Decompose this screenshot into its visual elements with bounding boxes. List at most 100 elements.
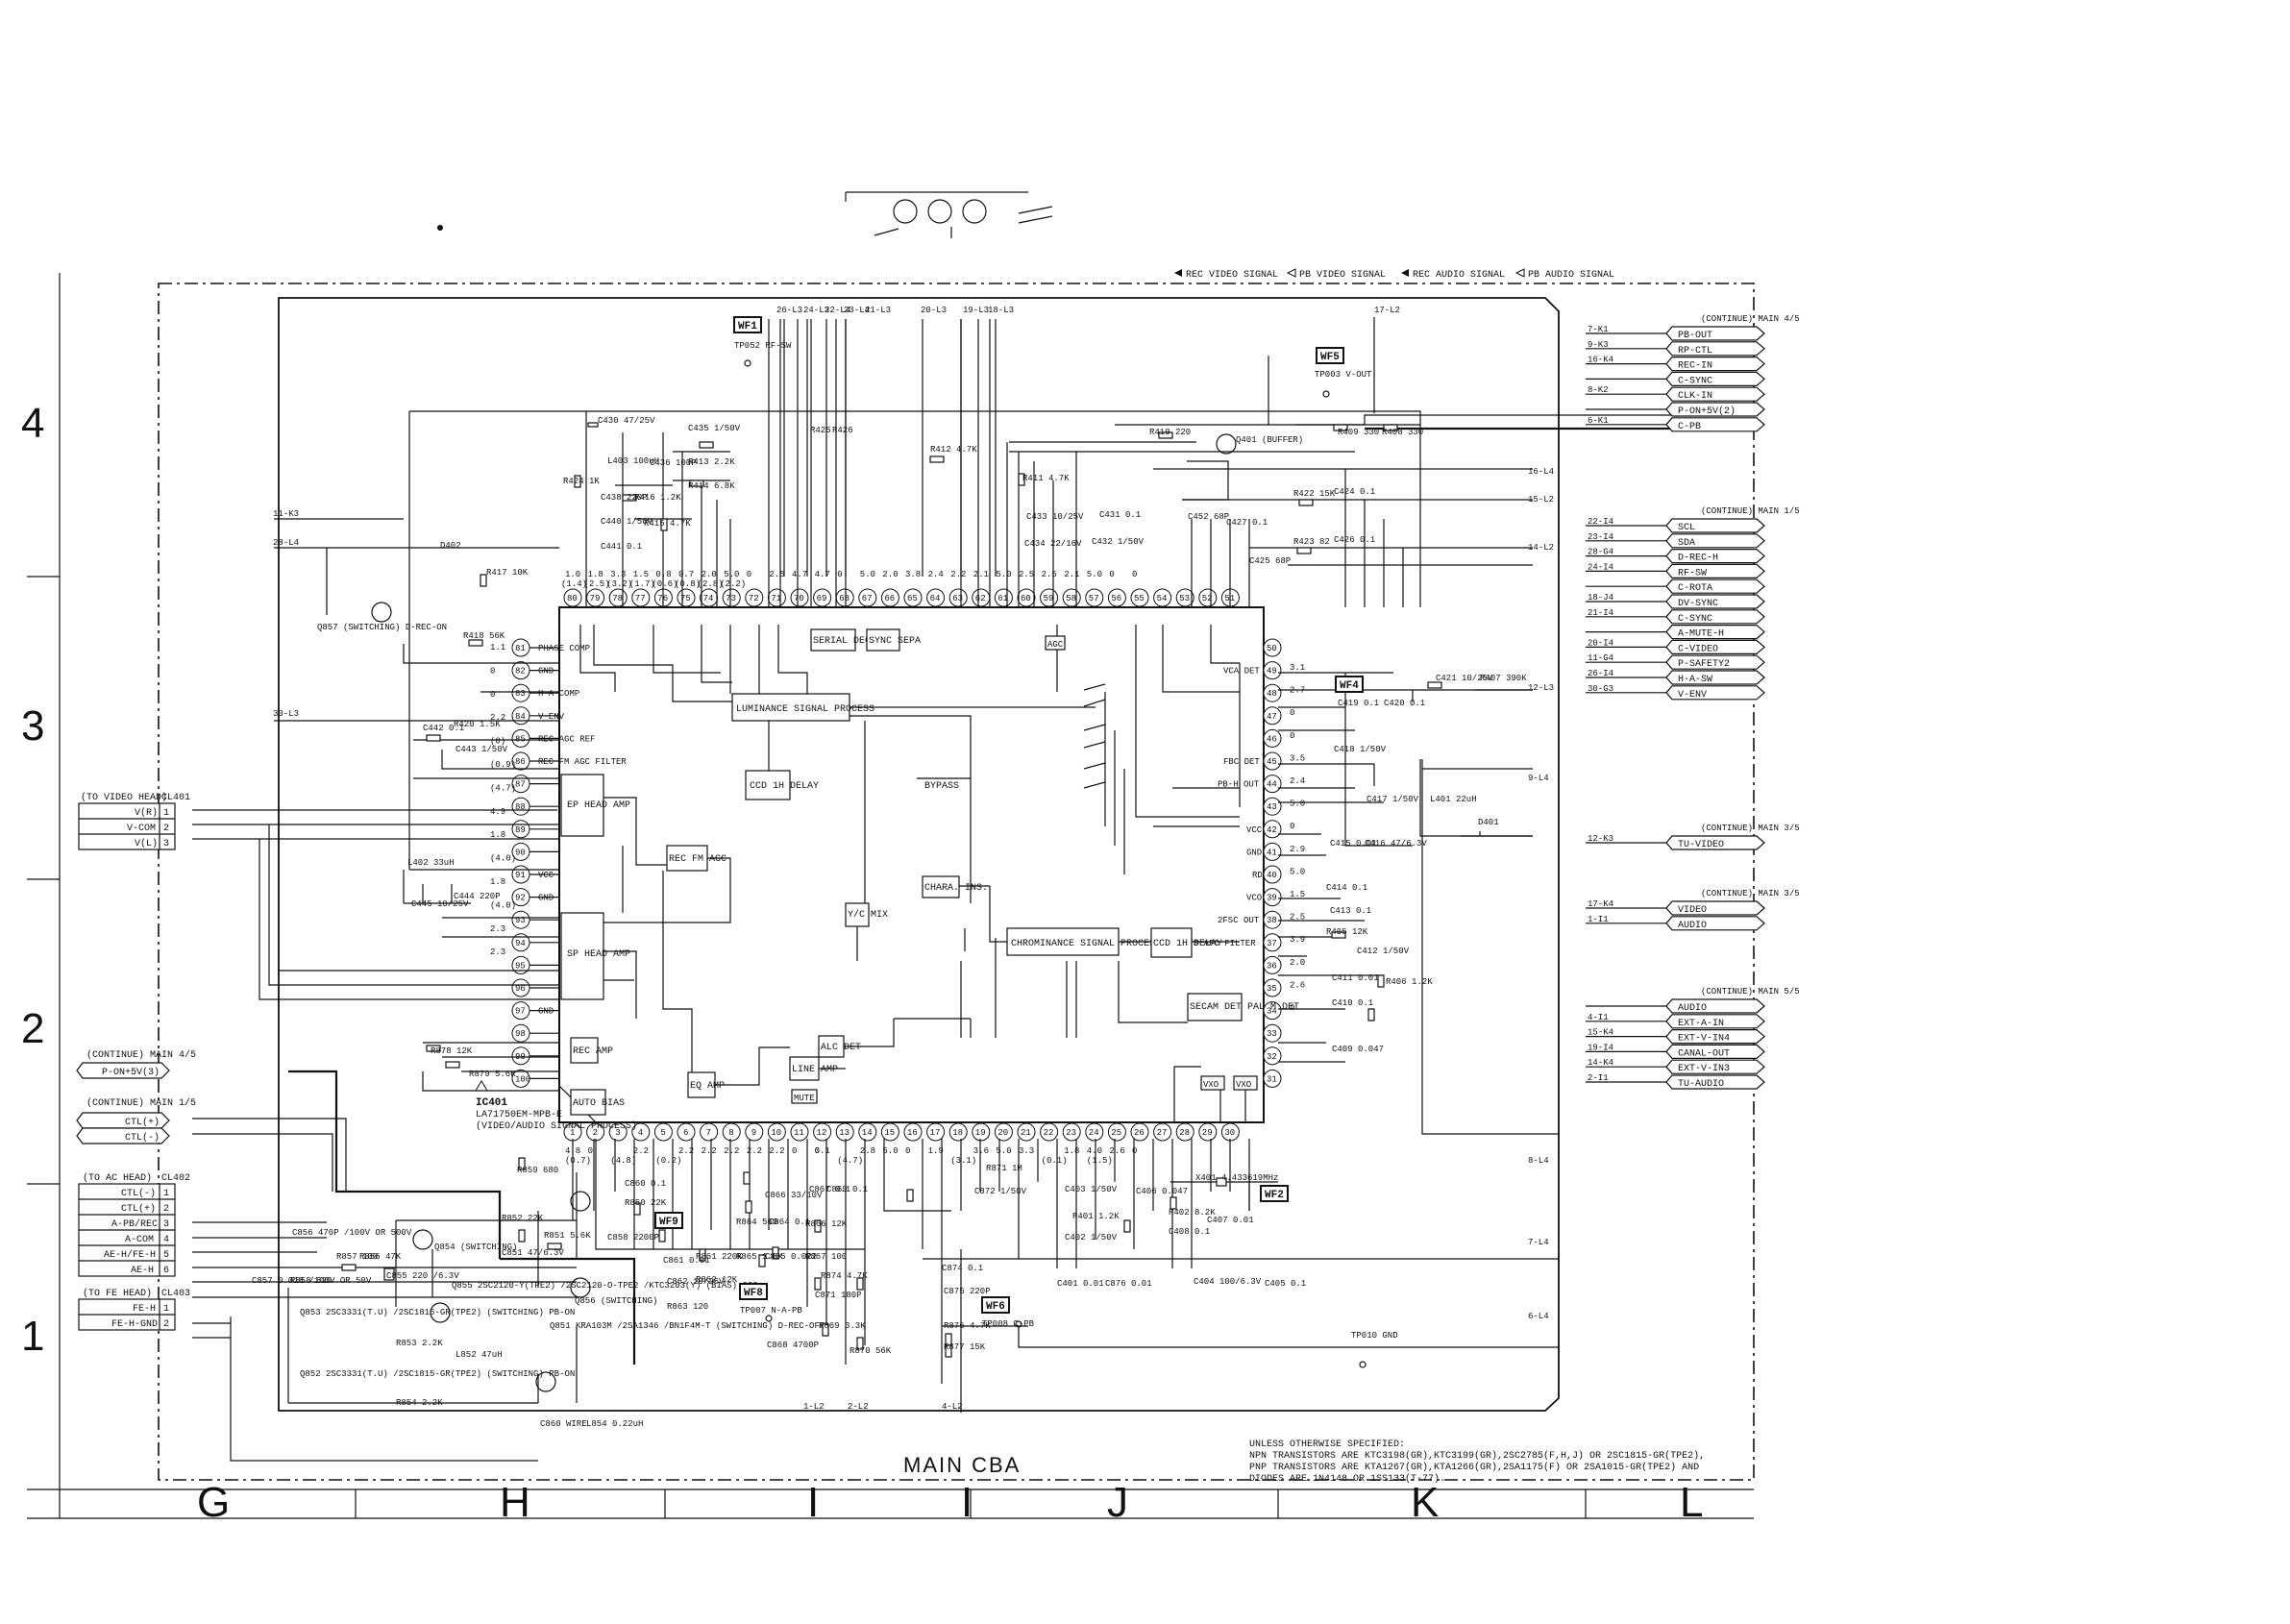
ic-pin-73 [722,588,741,607]
label-r407: R407 390K [1480,674,1527,683]
connector-net-ref: 14-K4 [1588,1058,1613,1068]
voltage-top: 2.0 [702,570,717,579]
mute-label: MUTE [794,1094,815,1103]
ic-pin-num: 71 [771,594,781,603]
grid-row-3: 3 [21,702,44,750]
voltage-bottom: 2.2 [724,1146,739,1156]
connector-label: EXT-A-IN [1678,1019,1724,1029]
connector-label: RF-SW [1678,568,1707,578]
connector-label: C-VIDEO [1678,644,1718,654]
voltage-top: 0 [1132,570,1137,579]
ic-pin-num: 17 [930,1128,941,1138]
net-ref-right: 12-L3 [1528,683,1554,693]
voltage-right: 3.5 [1290,753,1305,763]
label-c868: C868 4700P [767,1341,819,1350]
label-c413: C413 0.1 [1330,906,1371,916]
label-c438: C438 220P [601,493,648,503]
connector-label: C-SYNC [1678,614,1712,625]
label-q401: Q401 (BUFFER) [1236,435,1303,445]
voltage-right: 2.9 [1290,845,1305,854]
ic-pin-num: 33 [1267,1029,1277,1039]
label-c430: C430 47/25V [598,416,655,426]
label-c435: C435 1/50V [688,424,741,433]
ic-pin-num: 66 [884,594,895,603]
voltage-left: 4.9 [490,807,505,817]
label-r876: R876 4.7K [944,1321,991,1331]
label-l401: L401 22uH [1430,795,1477,804]
label-r413: R413 2.2K [688,457,735,467]
wf4-tag: WF4 [1340,680,1359,692]
label-c426: C426 0.1 [1334,535,1375,545]
ic-pin-num: 43 [1267,802,1277,812]
note-line-4: DIODES ARE 1N4148 OR 1SS133(T-77). [1249,1473,1445,1485]
board-outline [158,283,1755,1481]
wf2-tag: WF2 [1265,1190,1284,1201]
ic-pin-num: 29 [1202,1128,1213,1138]
voltage-right: 2.4 [1290,776,1305,786]
net-ref-right: 15-L2 [1528,495,1554,504]
connector-fe-head: (TO FE HEAD) CL403 FE-H 1 FE-H-GND 2 [78,1288,190,1331]
ac-head-pin1-num: 1 [163,1189,169,1199]
ic-pin-48 [1263,683,1282,702]
voltage-top-rec: (2.8) [698,579,724,589]
voltage-bottom: 2.2 [769,1146,784,1156]
grid-row-2: 2 [21,1005,44,1052]
label-c421: C421 10/25V [1436,674,1493,683]
rec-amp-block [570,1037,599,1064]
voltage-left: (4.0) [490,900,516,910]
label-d402: D402 [440,541,461,551]
ic-pin-6 [677,1122,696,1142]
label-c424: C424 0.1 [1334,487,1375,497]
vxo-label-a: VXO [1203,1080,1219,1090]
connector-net-ref: 11-G4 [1588,653,1613,663]
ic-pin-25 [1107,1122,1126,1142]
video-head-pin1-label: V(R) [135,807,158,819]
label-q855: Q855 2SC2120-Y(TPE2) /2SC2120-O-TPE2 /KT… [452,1281,758,1291]
ic-pin-34 [1263,1001,1282,1021]
label-r406: R406 1.2K [1386,977,1433,987]
video-head-pin3-num: 3 [163,839,169,849]
voltage-right: 1.5 [1290,890,1305,899]
ic-pin-num: 34 [1267,1007,1277,1017]
ic-pin-63 [948,588,968,607]
p-on-title: (CONTINUE) MAIN 4/5 [86,1049,196,1061]
connector-net-ref: 8-K2 [1588,385,1609,395]
ic-pin-11 [790,1122,809,1142]
net-ref-right: 9-L4 [1528,774,1549,783]
net-ref-left: 28-L4 [273,538,299,548]
ic-pin-num: 63 [952,594,963,603]
ic-pin-num: 60 [1021,594,1031,603]
ic-pin-47 [1263,706,1282,726]
voltage-bottom: 2.2 [702,1146,717,1156]
ic-pin-num: 8 [728,1128,733,1138]
chara-ins-block [922,875,960,898]
ic-pin-num: 54 [1157,594,1168,603]
voltage-bottom: 0.1 [815,1146,830,1156]
serial-decoder-label: SERIAL DECODER [813,636,894,647]
ic-pin-num: 53 [1179,594,1190,603]
label-r418: R418 56K [463,631,505,641]
ic-pin-num: 79 [590,594,601,603]
voltage-bottom: 5.0 [996,1146,1011,1156]
voltage-bottom: (1.5) [1087,1156,1113,1166]
ic-pin-5 [653,1122,673,1142]
voltage-top: 2.5 [1019,570,1034,579]
label-r417: R417 10K [486,568,529,578]
ic-pin-44 [1263,775,1282,794]
label-c402: C402 1/50V [1065,1233,1118,1243]
label-d401: D401 [1478,818,1499,827]
ic-pin-num: 6 [683,1128,688,1138]
label-r426: R426 [832,426,853,435]
ac-head-pin1-label: CTL(-) [121,1188,156,1199]
fe-head-pin1-num: 1 [163,1304,169,1315]
ic-pin-num: 7 [706,1128,711,1138]
net-ref-top: 21-L3 [865,306,891,315]
ic-pin-num: 93 [515,916,526,925]
label-r416: R416 1.2K [634,493,681,503]
grid-col-i1: I [807,1479,819,1526]
agc-block [1045,635,1066,651]
ic-pin-num: 10 [771,1128,781,1138]
ic-pin-num: 5 [660,1128,665,1138]
bottom-components [572,1139,1559,1413]
